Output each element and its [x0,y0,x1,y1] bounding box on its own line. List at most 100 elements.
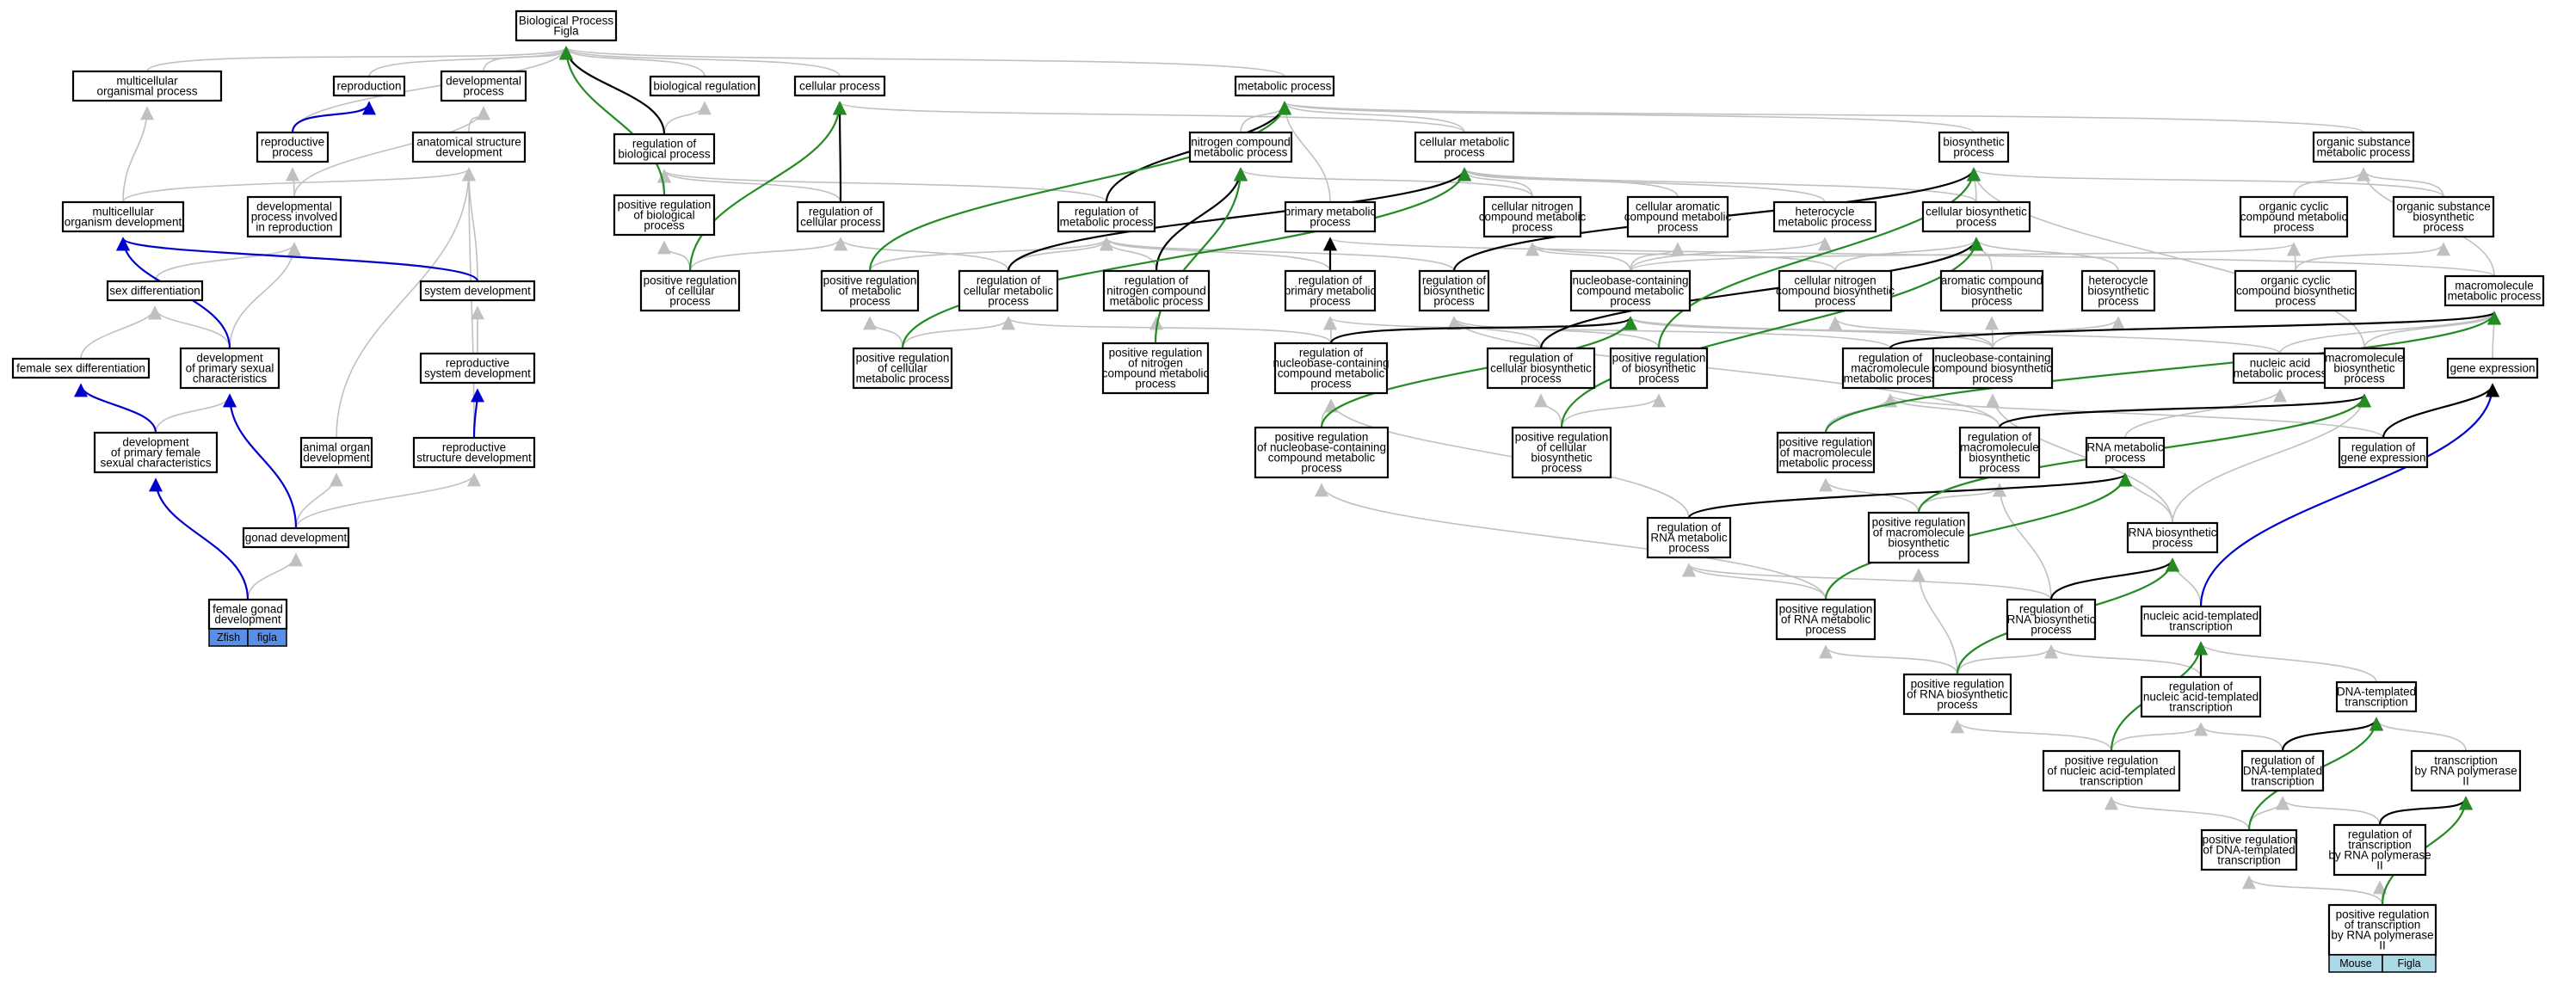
edge-is-a [2194,641,2377,683]
term-box [106,280,204,302]
term-label-line: process [2344,372,2385,385]
go-term-regmacrobio[interactable]: regulation ofmacromoleculebiosyntheticpr… [1958,426,2041,479]
edge-regulates [833,101,847,203]
term-label-line: process [1433,295,1475,308]
go-term-femsexdiff[interactable]: female sex differentiation [11,357,151,379]
go-term-gonad[interactable]: gonad development [242,526,350,549]
go-term-geneexp[interactable]: gene expression [2446,357,2539,379]
term-label-line: nitrogen compound [1106,285,1206,298]
term-box [1776,431,1876,474]
term-label-line: positive regulation [1779,603,1873,616]
go-term-metab[interactable]: metabolic process [1234,75,1335,97]
edge-is-a [1912,568,1958,675]
term-box [2338,436,2429,469]
term-label-line: sexual characteristics [100,457,211,470]
term-label-line: of biological [633,209,694,222]
go-term-regnuc[interactable]: regulation ofnucleobase-containingcompou… [1273,342,1390,395]
go-term-sexdiff[interactable]: sex differentiation [106,280,204,302]
term-label-line: metabolic process [2317,146,2411,159]
term-box [1958,426,2041,479]
go-term-bioreg[interactable]: biological regulation [649,75,761,97]
term-label-line: of cellular [1537,441,1587,454]
edge-is-a [229,242,301,349]
go-term-repro[interactable]: reproduction [332,75,406,97]
term-label-line: gene expression [2340,452,2425,465]
go-term-cell[interactable]: cellular process [793,75,886,97]
edge-regulates [2281,717,2383,752]
edge-is-a [1278,101,1331,203]
go-term-sysdev[interactable]: system development [419,280,536,302]
edge-regulates [2378,796,2473,826]
term-box [2240,749,2325,792]
